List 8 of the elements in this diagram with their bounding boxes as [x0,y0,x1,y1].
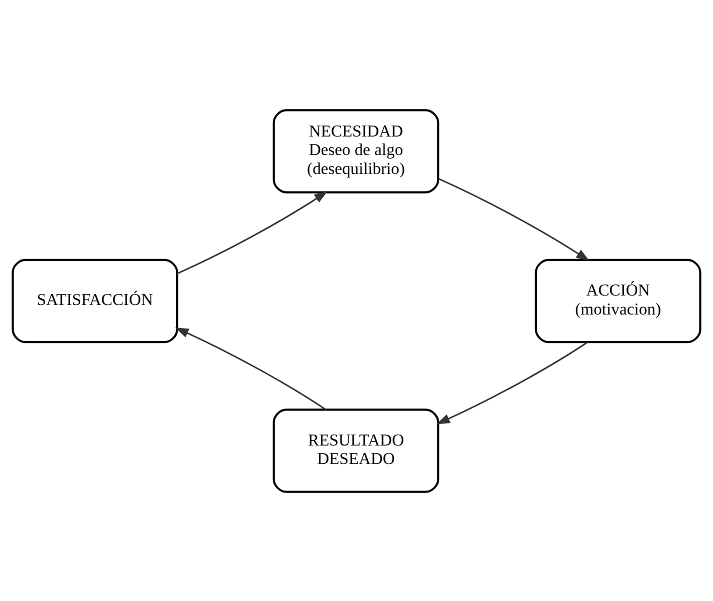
arrow [175,326,326,410]
arrow [436,341,588,424]
arrow [438,177,590,261]
arrow [176,190,328,274]
node-box: RESULTADO DESEADO [272,408,440,492]
node-box: NECESIDAD Deseo de algo (desequilibrio) [272,108,440,193]
node-box: SATISFACCIÓN [12,258,178,343]
node-box: ACCIÓN (motivacion) [534,258,702,343]
